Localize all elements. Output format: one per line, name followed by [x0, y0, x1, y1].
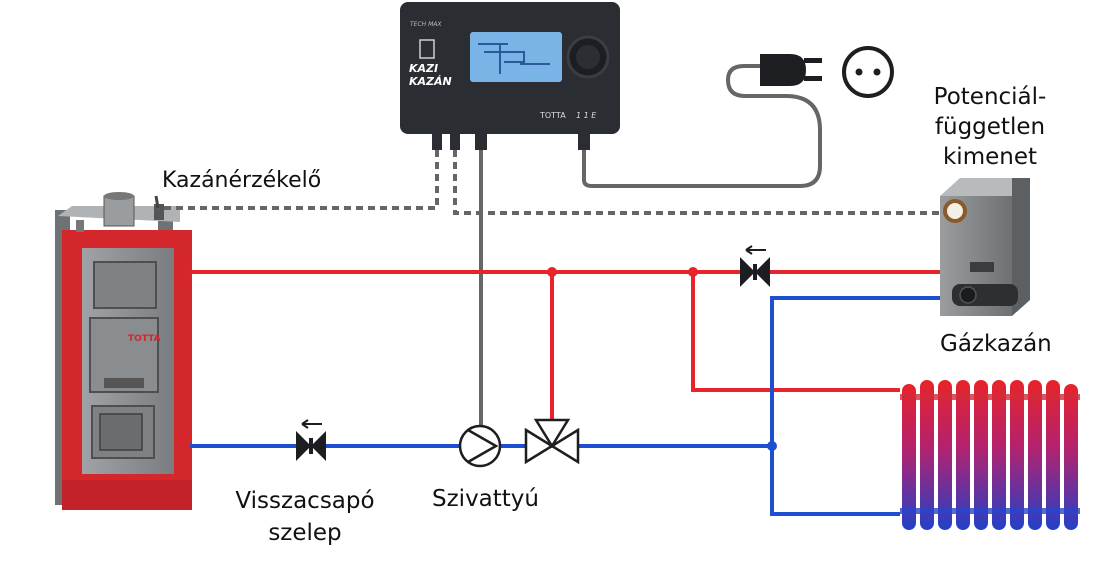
- gas-boiler-return-pipe: [770, 296, 945, 446]
- return-pipes: [190, 296, 945, 516]
- potential-free-output-line-3: kimenet: [942, 144, 1037, 170]
- controller-logo-line-1: KAZI: [409, 62, 438, 75]
- controller-display: [470, 32, 562, 82]
- power-socket-icon: [842, 46, 894, 98]
- controller-model: TOTTA: [539, 111, 566, 120]
- power-cable: [582, 64, 822, 188]
- gas-boiler-label: Gázkazán: [940, 331, 1052, 357]
- boiler-sensor-cable: [158, 150, 439, 210]
- supply-junction: [547, 267, 557, 277]
- pump-controller: [400, 2, 620, 150]
- check-valve-label-line-2: szelep: [268, 520, 342, 546]
- boiler-brand-label: TOTTA: [128, 334, 161, 344]
- check-valve-icon: [740, 245, 770, 287]
- gas-boiler: [940, 178, 1030, 316]
- check-valve-label-line-1: Visszacsapó: [235, 488, 375, 514]
- boiler-sensor-label: Kazánérzékelő: [162, 168, 322, 193]
- controller-logo-line-2: KAZÁN: [409, 75, 452, 88]
- circulation-pump-icon: [458, 424, 502, 468]
- potential-free-output-line-1: Potenciál-: [933, 84, 1047, 110]
- potential-free-output-line-2: független: [934, 114, 1046, 140]
- sensor-cables: [158, 150, 955, 215]
- check-valve-label: Visszacsapó szelep: [225, 485, 385, 549]
- radiator-return-pipe: [770, 446, 900, 516]
- solid-fuel-boiler: [55, 192, 192, 510]
- potential-free-output-label: Potenciál- független kimenet: [910, 82, 1070, 172]
- power-plug-icon: [760, 54, 822, 86]
- potential-free-terminal-icon: [943, 199, 967, 223]
- return-junction: [767, 441, 777, 451]
- pump-label: Szivattyú: [432, 486, 539, 512]
- check-valve-icon: [296, 419, 326, 461]
- supply-junction: [688, 267, 698, 277]
- radiator-supply-pipe: [691, 272, 900, 392]
- three-way-valve-icon: [524, 418, 580, 465]
- controller-logo-icon: [419, 39, 435, 59]
- supply-pipes: [190, 270, 945, 422]
- controller-model-suffix: 1 1 E: [576, 111, 597, 120]
- radiator-icon: [900, 380, 1080, 530]
- potential-free-output-cable: [453, 150, 955, 215]
- controller-brand: TECH MAX: [410, 21, 442, 28]
